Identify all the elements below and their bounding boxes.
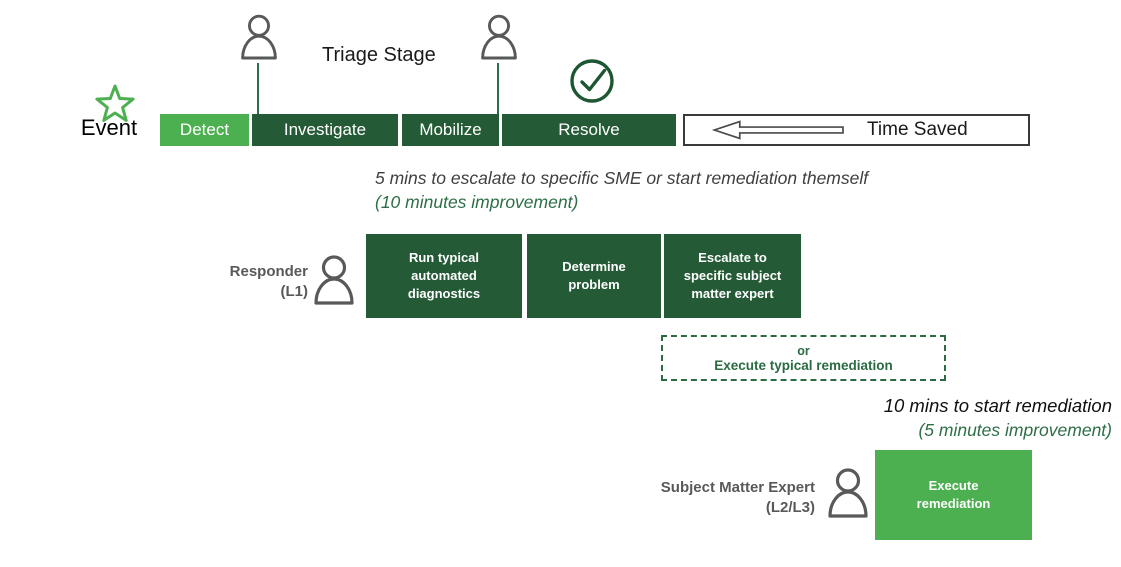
check-circle-icon: [568, 57, 616, 105]
arrow-left-icon: [701, 119, 853, 141]
sme-label-line1: Subject Matter Expert: [660, 479, 815, 496]
sme-annotation-line1: 10 mins to start remediation: [883, 395, 1112, 416]
stage-label: Investigate: [283, 120, 367, 139]
responder-annotation-line2: (10 minutes improvement): [375, 192, 579, 212]
event-label: Event: [80, 115, 138, 140]
stage-detect: Detect: [160, 114, 249, 146]
stage-investigate: Investigate: [252, 114, 398, 146]
sme-label: Subject Matter Expert (L2/L3): [600, 478, 815, 519]
responder-annotation-line1: 5 mins to escalate to specific SME or st…: [375, 168, 869, 188]
step-escalate: Escalate to specific subject matter expe…: [664, 234, 801, 318]
step-determine-problem: Determine problem: [527, 234, 661, 318]
responder-label-line1: Responder: [229, 263, 308, 280]
step-label: Determine problem: [562, 258, 626, 292]
stage-mobilize: Mobilize: [402, 114, 499, 146]
alternative-remediation-box: or Execute typical remediation: [661, 335, 946, 381]
alt-remediation-label: Execute typical remediation: [714, 357, 893, 373]
person-icon: [312, 255, 356, 307]
responder-label: Responder (L1): [178, 262, 308, 303]
stage-label: Resolve: [558, 120, 620, 139]
step-label: Execute remediation: [916, 477, 991, 511]
sme-annotation: 10 mins to start remediation (5 minutes …: [780, 395, 1112, 441]
time-saved-label: Time Saved: [867, 119, 968, 140]
person-icon: [239, 13, 279, 63]
connector-line: [257, 63, 259, 114]
person-icon: [826, 468, 870, 520]
sme-label-line2: (L2/L3): [765, 499, 815, 517]
stage-resolve: Resolve: [502, 114, 676, 146]
step-run-diagnostics: Run typical automated diagnostics: [366, 234, 522, 318]
responder-label-line2: (L1): [280, 283, 309, 301]
step-execute-remediation: Execute remediation: [875, 450, 1032, 540]
time-saved-box: Time Saved: [683, 114, 1030, 146]
page-title: Triage Stage: [322, 44, 436, 66]
step-label: Escalate to specific subject matter expe…: [683, 249, 782, 302]
alt-or-label: or: [797, 343, 810, 358]
stage-label: Detect: [179, 120, 230, 139]
stage-label: Mobilize: [419, 120, 482, 139]
sme-annotation-line2: (5 minutes improvement): [918, 420, 1112, 440]
star-icon: [94, 83, 136, 123]
person-icon: [479, 13, 519, 63]
step-label: Run typical automated diagnostics: [407, 249, 481, 302]
connector-line: [497, 63, 499, 114]
